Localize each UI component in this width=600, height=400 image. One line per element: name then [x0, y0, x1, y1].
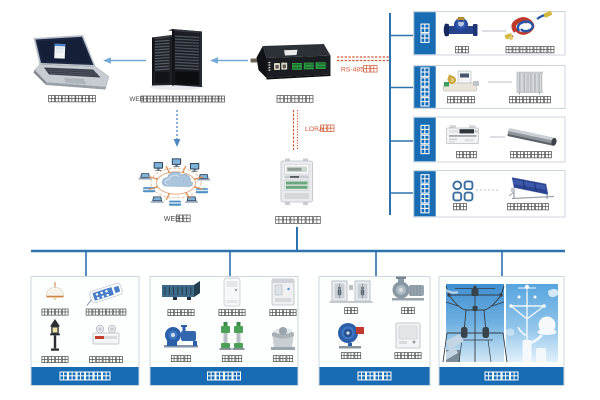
svg-text:LORA: LORA	[305, 126, 324, 133]
svg-text:RS-485: RS-485	[341, 66, 364, 73]
svg-text:WEB: WEB	[129, 96, 144, 103]
svg-text:WEB: WEB	[164, 216, 180, 223]
